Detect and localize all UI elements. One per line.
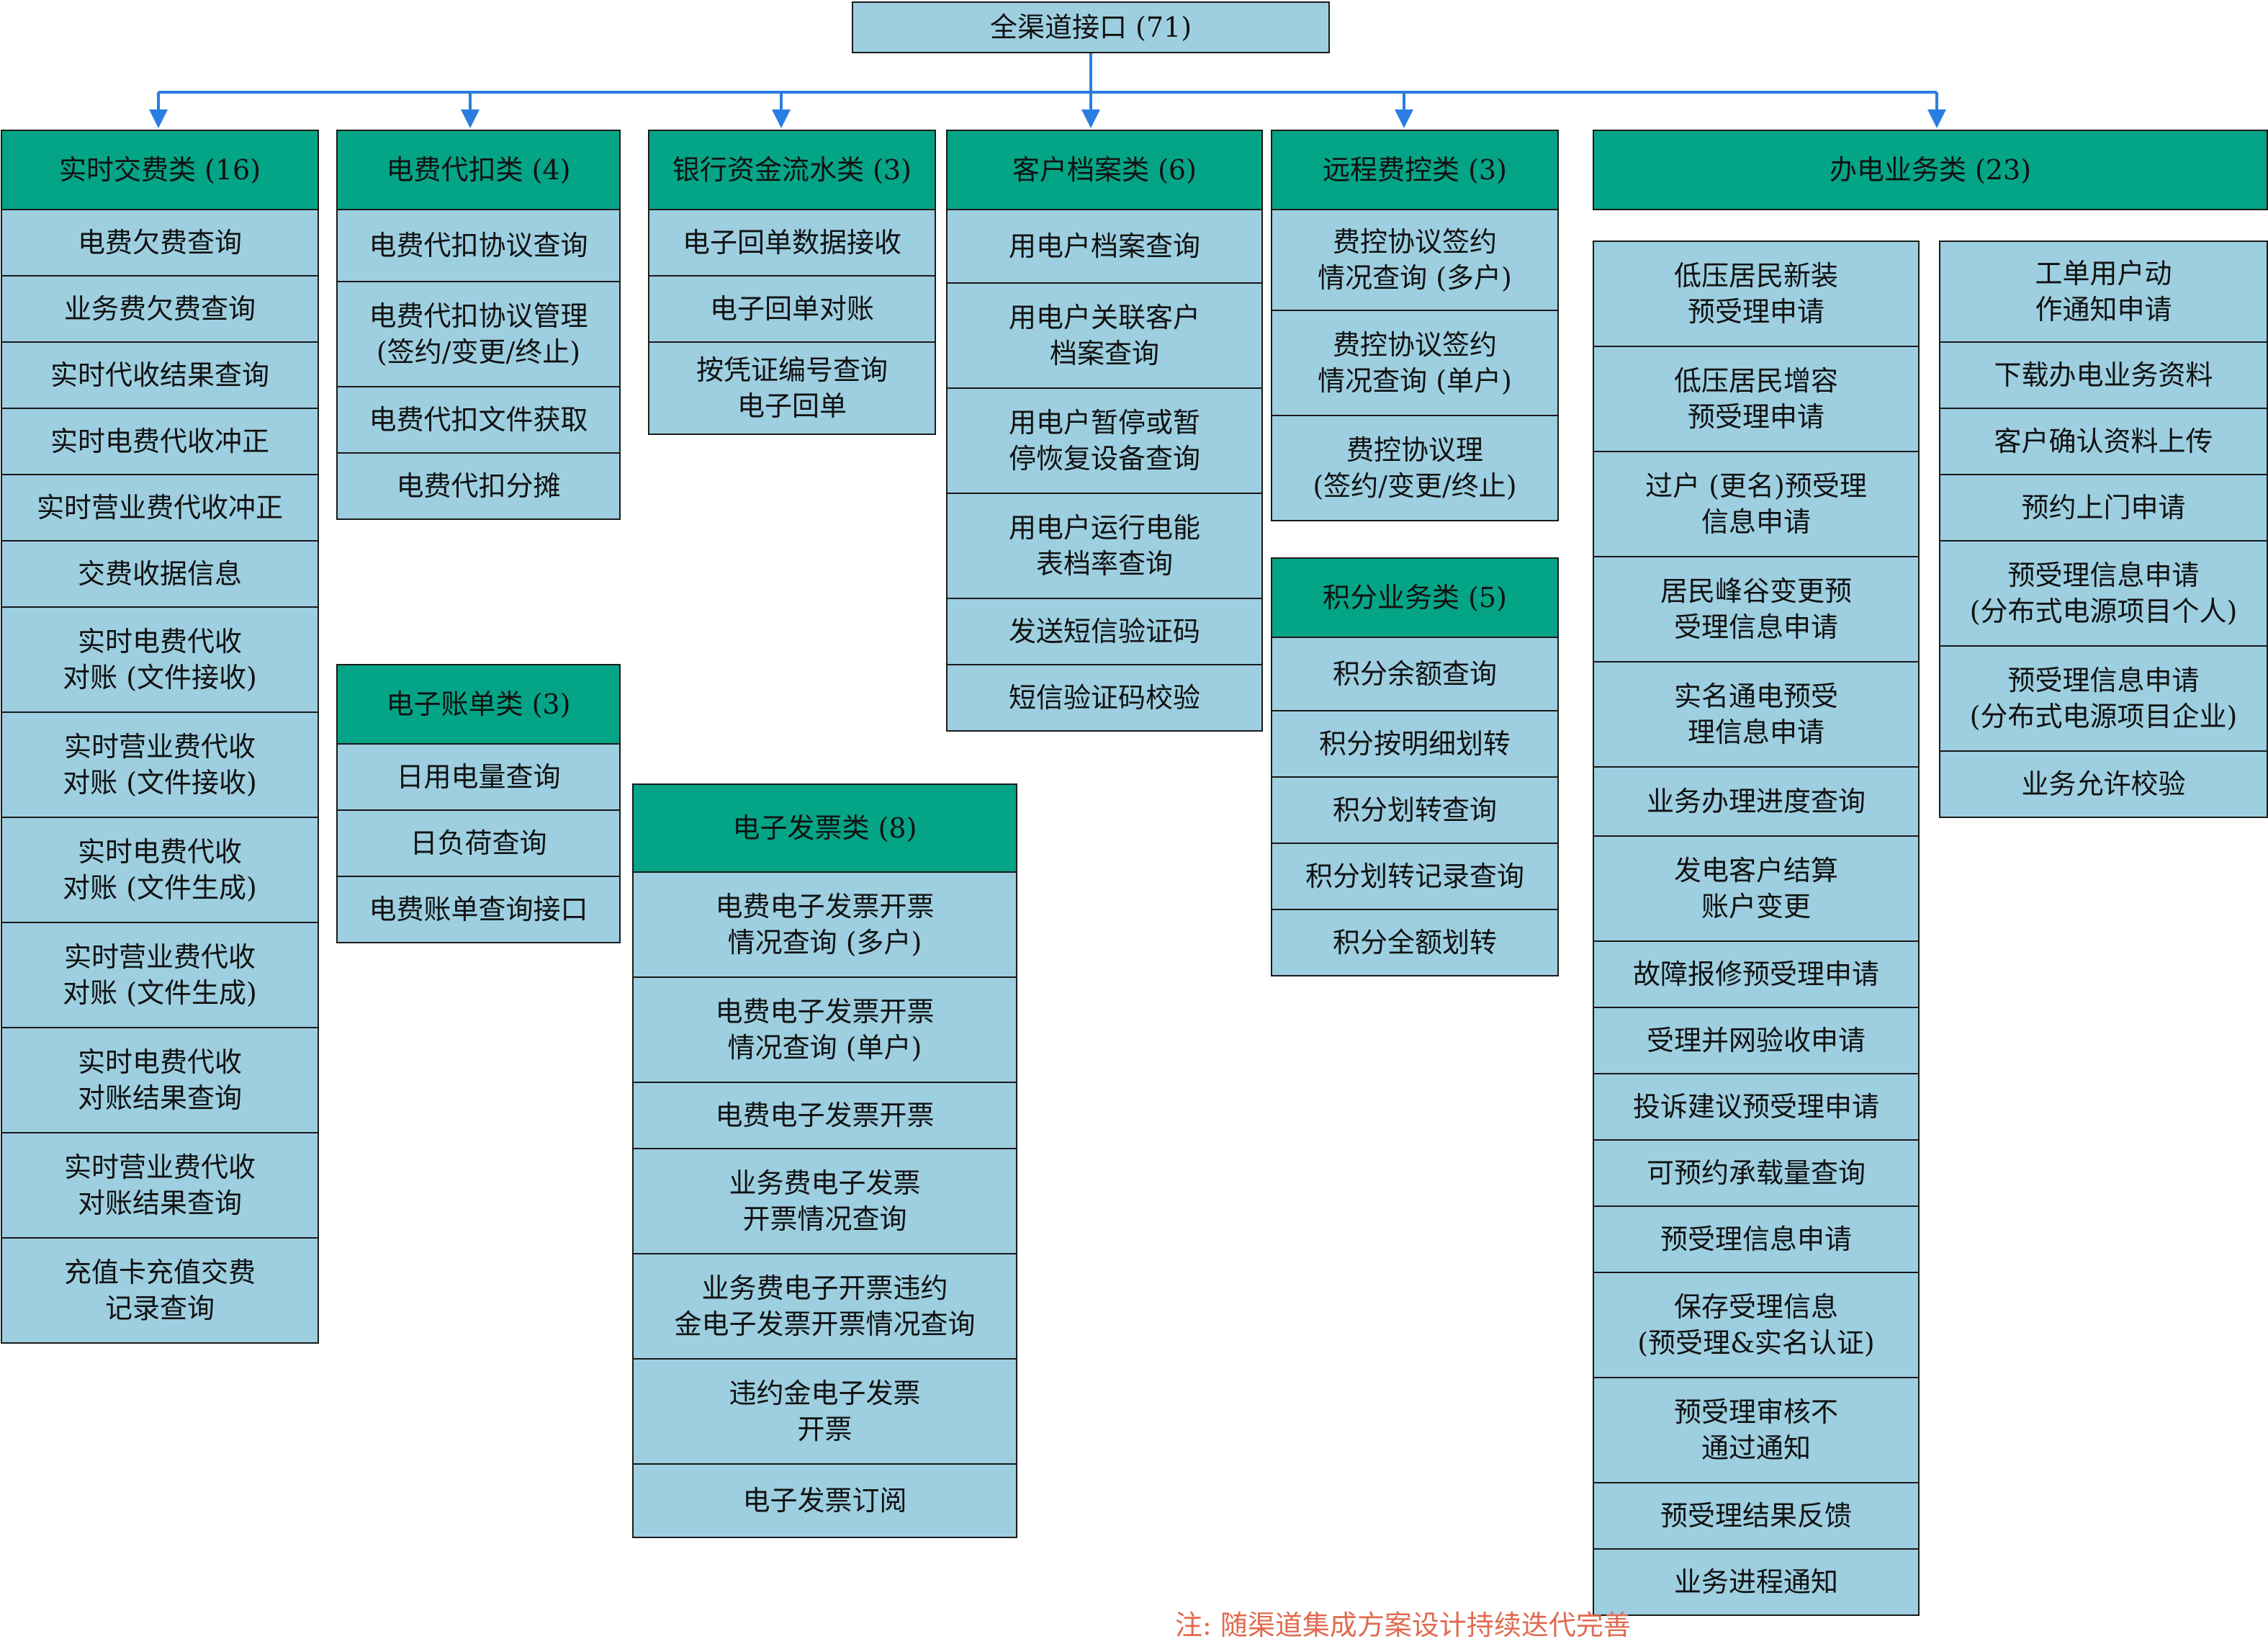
interface-item: 用电户暂停或暂 停恢复设备查询 [946,387,1263,494]
interface-item: 电费电子发票开票 情况查询 (多户) [632,871,1017,978]
arrow-head [1395,109,1413,128]
interface-item: 积分划转记录查询 [1271,843,1559,910]
interface-item: 积分余额查询 [1271,637,1559,711]
interface-item: 居民峰谷变更预 受理信息申请 [1593,556,1920,662]
arrow-head [1927,109,1946,128]
interface-item: 预受理信息申请 (分布式电源项目个人) [1939,540,2268,647]
category-header-e-bill: 电子账单类 (3) [336,664,621,745]
interface-item: 客户确认资料上传 [1939,408,2268,475]
interface-item: 电费代扣文件获取 [336,386,621,454]
interface-item: 低压居民增容 预受理申请 [1593,346,1920,452]
interface-item: 发送短信验证码 [946,598,1263,665]
arrow-head [1081,109,1100,128]
category-header-bank-flow: 银行资金流水类 (3) [648,130,936,210]
interface-item: 实时代收结果查询 [1,341,319,409]
interface-item: 工单用户动 作通知申请 [1939,241,2268,343]
interface-item: 充值卡充值交费 记录查询 [1,1237,319,1344]
interface-item: 违约金电子发票 开票 [632,1358,1017,1465]
interface-item: 业务办理进度查询 [1593,766,1920,837]
category-header-points: 积分业务类 (5) [1271,557,1559,638]
interface-item: 故障报修预受理申请 [1593,940,1920,1008]
interface-item: 低压居民新装 预受理申请 [1593,241,1920,347]
category-header-remote-control: 远程费控类 (3) [1271,130,1559,210]
interface-item: 日用电量查询 [336,743,621,811]
interface-item: 短信验证码校验 [946,664,1263,732]
interface-item: 用电户运行电能 表档率查询 [946,493,1263,599]
interface-item: 积分按明细划转 [1271,710,1559,778]
interface-item: 投诉建议预受理申请 [1593,1073,1920,1141]
interface-item: 电费电子发票开票 情况查询 (单户) [632,976,1017,1083]
interface-item: 实时营业费代收冲正 [1,474,319,542]
interface-item: 实时电费代收 对账结果查询 [1,1027,319,1133]
interface-item: 预受理信息申请 (分布式电源项目企业) [1939,645,2268,752]
arrow-head [772,109,791,128]
interface-item: 实时营业费代收 对账 (文件接收) [1,711,319,818]
interface-item: 电费账单查询接口 [336,876,621,943]
interface-item: 实时电费代收冲正 [1,408,319,475]
interface-item: 业务费电子开票违约 金电子发票开票情况查询 [632,1253,1017,1360]
interface-item: 积分全额划转 [1271,909,1559,976]
interface-item: 预受理审核不 通过通知 [1593,1377,1920,1483]
interface-item: 积分划转查询 [1271,776,1559,844]
interface-item: 过户 (更名)预受理 信息申请 [1593,451,1920,557]
interface-item: 业务费欠费查询 [1,275,319,343]
interface-item: 下载办电业务资料 [1939,341,2268,409]
interface-item: 电费代扣分摊 [336,452,621,520]
interface-item: 费控协议签约 情况查询 (多户) [1271,209,1559,311]
interface-item: 电费欠费查询 [1,209,319,277]
interface-item: 实时电费代收 对账 (文件生成) [1,817,319,923]
category-header-customer-file: 客户档案类 (6) [946,130,1263,210]
category-header-auto-debit: 电费代扣类 (4) [336,130,621,210]
interface-item: 业务费电子发票 开票情况查询 [632,1148,1017,1254]
interface-item: 用电户档案查询 [946,209,1263,284]
root-node: 全渠道接口 (71) [852,1,1330,53]
interface-item: 按凭证编号查询 电子回单 [648,341,936,435]
interface-item: 实时营业费代收 对账 (文件生成) [1,922,319,1028]
interface-item: 交费收据信息 [1,540,319,608]
interface-item: 实时营业费代收 对账结果查询 [1,1132,319,1239]
interface-item: 实时电费代收 对账 (文件接收) [1,606,319,713]
footnote: 注: 随渠道集成方案设计持续迭代完善 [1175,1609,1631,1641]
arrow-head [149,109,168,128]
interface-item: 业务进程通知 [1593,1548,1920,1616]
category-header-service: 办电业务类 (23) [1593,130,2268,210]
interface-item: 业务允许校验 [1939,750,2268,818]
category-header-realtime-payment: 实时交费类 (16) [1,130,319,210]
interface-item: 受理并网验收申请 [1593,1007,1920,1074]
arrow-head [461,109,480,128]
interface-item: 电费电子发票开票 [632,1082,1017,1149]
interface-item: 保存受理信息 (预受理&实名认证) [1593,1272,1920,1378]
interface-item: 日负荷查询 [336,809,621,877]
interface-item: 用电户关联客户 档案查询 [946,282,1263,389]
interface-item: 费控协议理 (签约/变更/终止) [1271,415,1559,521]
interface-item: 预约上门申请 [1939,474,2268,542]
interface-item: 费控协议签约 情况查询 (单户) [1271,310,1559,416]
interface-item: 发电客户结算 账户变更 [1593,835,1920,942]
interface-item: 电子回单数据接收 [648,209,936,277]
interface-item: 预受理信息申请 [1593,1205,1920,1273]
interface-item: 电子发票订阅 [632,1463,1017,1538]
category-header-e-invoice: 电子发票类 (8) [632,783,1017,873]
interface-item: 预受理结果反馈 [1593,1482,1920,1550]
interface-item: 电费代扣协议管理 (签约/变更/终止) [336,281,621,387]
interface-item: 实名通电预受 理信息申请 [1593,661,1920,768]
interface-item: 电子回单对账 [648,275,936,343]
interface-item: 电费代扣协议查询 [336,209,621,282]
interface-item: 可预约承载量查询 [1593,1139,1920,1207]
